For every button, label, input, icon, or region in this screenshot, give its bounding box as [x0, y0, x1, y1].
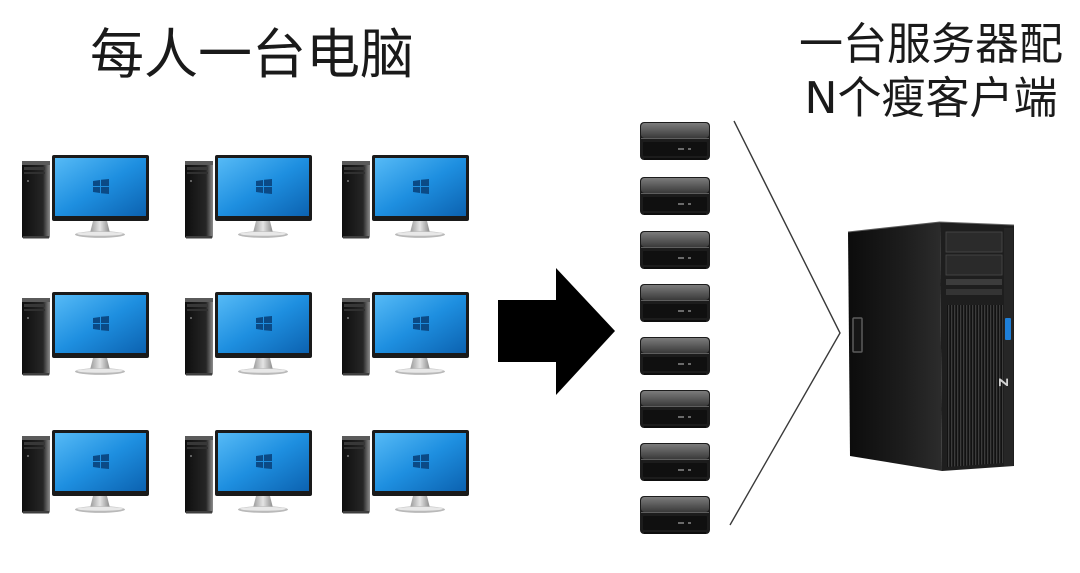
right-title-line2: N个瘦客户端: [804, 73, 1058, 124]
pc-tower-icon: [22, 436, 50, 514]
right-arrow-icon: [498, 268, 615, 395]
pc-tower-icon: [22, 161, 50, 239]
monitor-icon: [372, 430, 469, 513]
desktop-computer: [22, 155, 149, 239]
server-logo: Z: [996, 378, 1010, 387]
thin-client-icon: [640, 496, 710, 534]
desktop-computer: [22, 430, 149, 514]
left-title: 每人一台电脑: [90, 23, 414, 86]
thin-client-icon: [640, 284, 710, 322]
desktop-computer: [342, 292, 469, 376]
pc-tower-icon: [22, 298, 50, 376]
pc-tower-icon: [342, 161, 370, 239]
monitor-icon: [215, 292, 312, 375]
desktop-computer: [342, 430, 469, 514]
server-grille: [946, 305, 1003, 467]
monitor-icon: [372, 292, 469, 375]
optical-drive-slot: [946, 289, 1002, 295]
monitor-icon: [372, 155, 469, 238]
thin-client-icon: [640, 390, 710, 428]
server-side-handle: [852, 317, 863, 353]
monitor-icon: [52, 155, 149, 238]
desktop-computer: [185, 430, 312, 514]
monitor-icon: [215, 430, 312, 513]
desktop-computer: [185, 155, 312, 239]
power-light: [1005, 318, 1011, 340]
server-side-panel: [848, 222, 942, 471]
monitor-icon: [52, 430, 149, 513]
desktop-computer: [185, 292, 312, 376]
desktop-computer: [22, 292, 149, 376]
thin-client-icon: [640, 443, 710, 481]
server-tower-icon: Z: [847, 221, 1015, 471]
thin-client-column: [640, 122, 710, 534]
thin-client-icon: [640, 337, 710, 375]
thin-client-icon: [640, 231, 710, 269]
right-title-line1: 一台服务器配: [799, 19, 1063, 70]
desktop-computer: [342, 155, 469, 239]
monitor-icon: [215, 155, 312, 238]
right-title: 一台服务器配 N个瘦客户端: [794, 18, 1068, 126]
pc-tower-icon: [185, 436, 213, 514]
connector-lines: [729, 120, 841, 526]
thin-client-icon: [640, 122, 710, 160]
optical-drive-slot: [946, 279, 1002, 285]
drive-bay: [945, 231, 1003, 253]
pc-tower-icon: [185, 161, 213, 239]
thin-client-icon: [640, 177, 710, 215]
drive-bay: [945, 254, 1003, 276]
pc-tower-icon: [342, 436, 370, 514]
monitor-icon: [52, 292, 149, 375]
server-front-strip: [1004, 228, 1013, 466]
pc-tower-icon: [185, 298, 213, 376]
pc-tower-icon: [342, 298, 370, 376]
